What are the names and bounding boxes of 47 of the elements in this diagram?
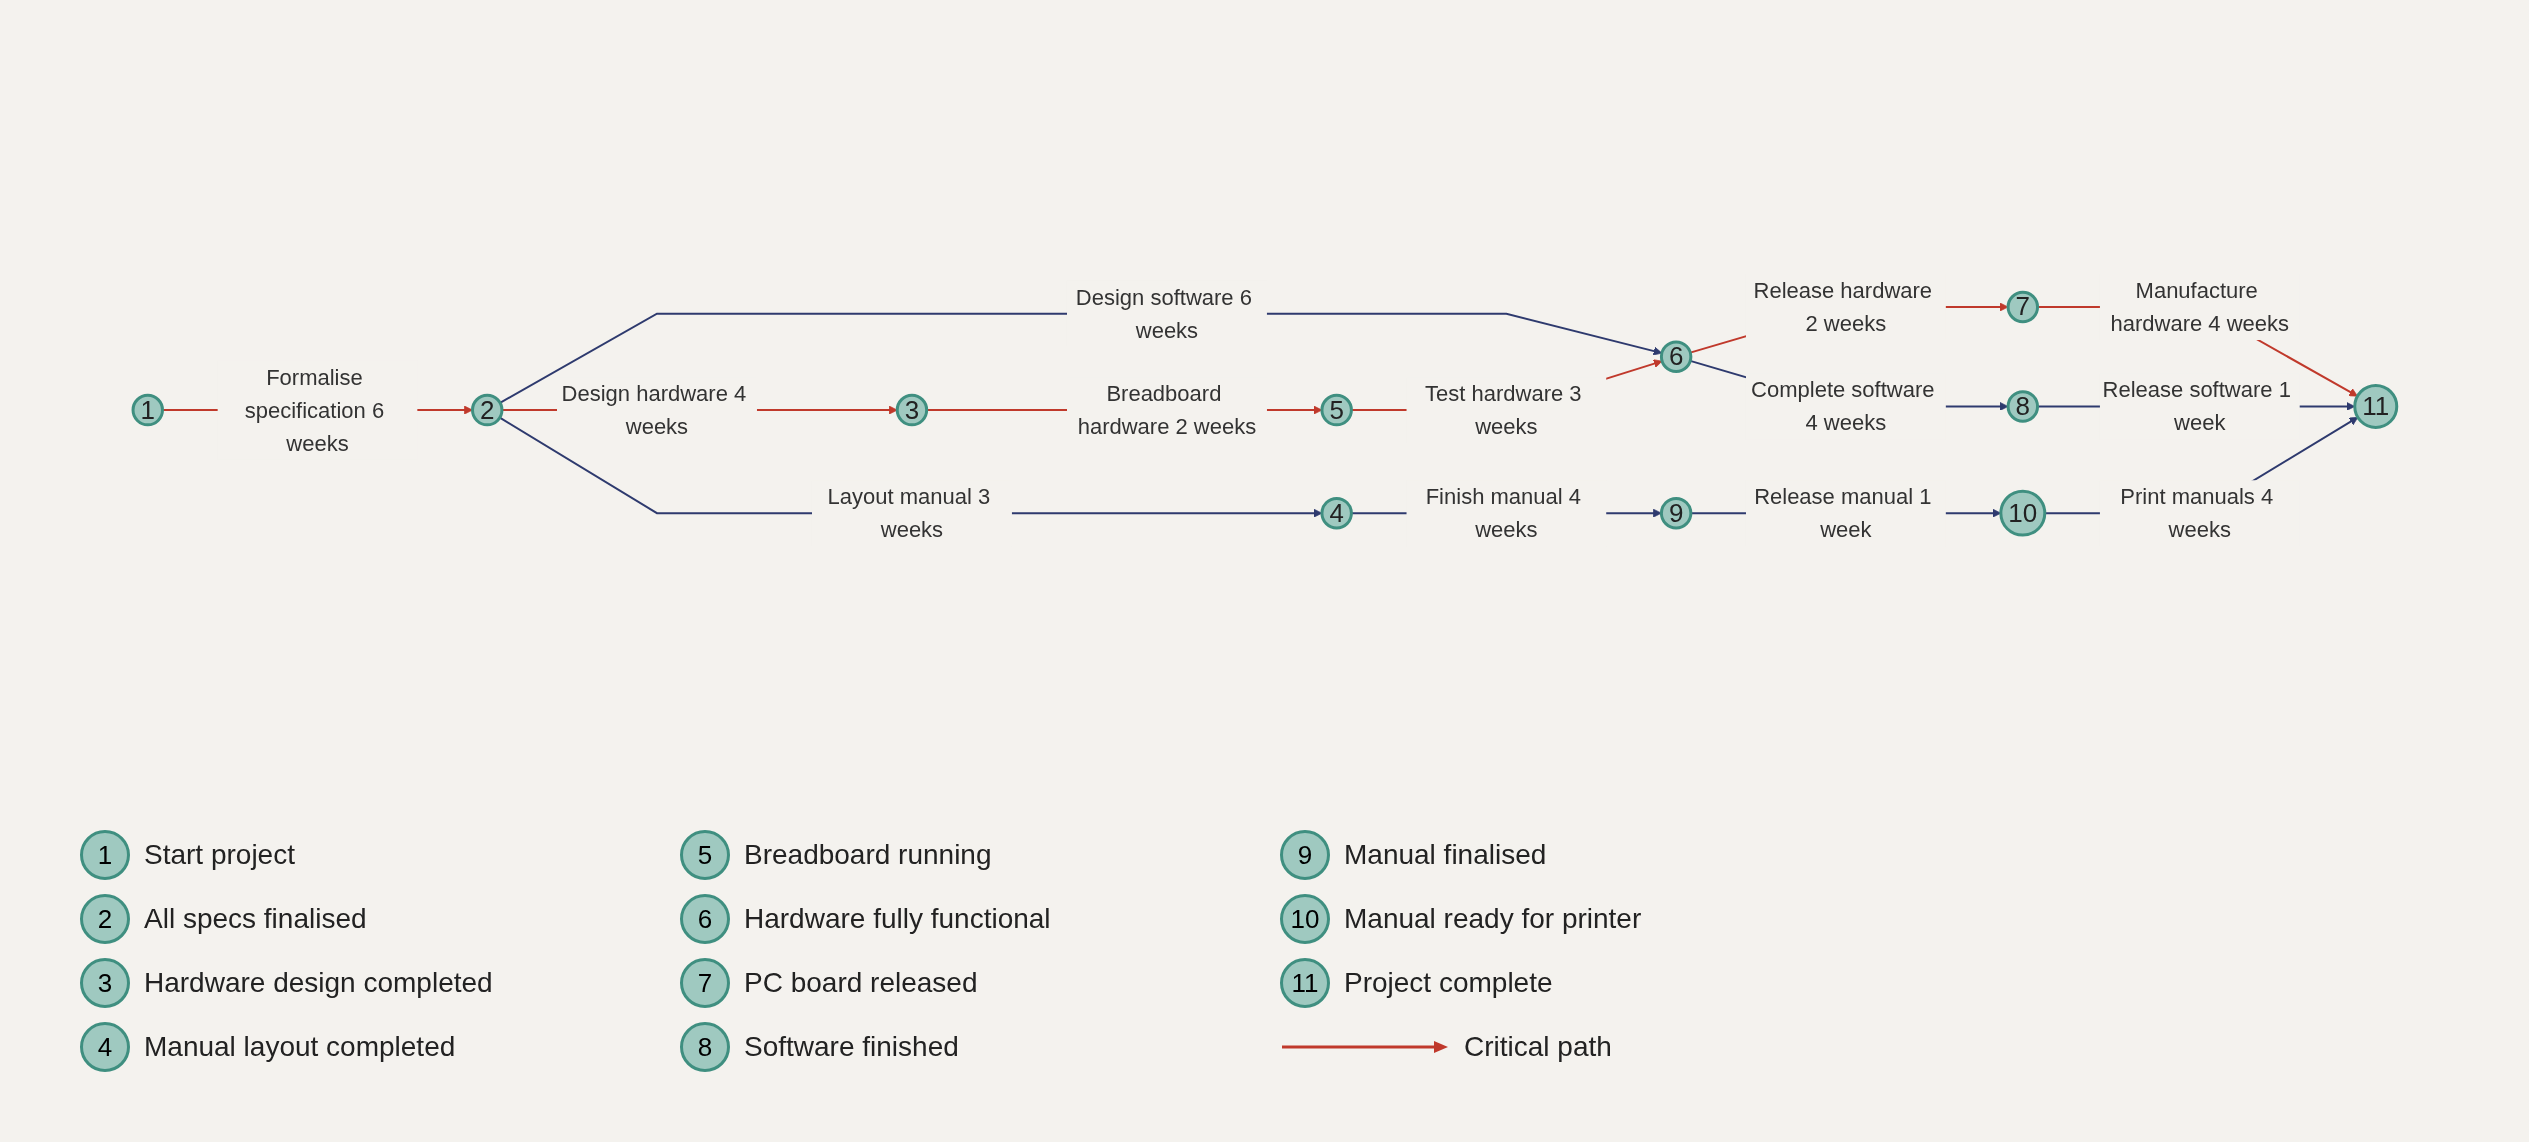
edge-label: Release manual 1 week <box>1753 484 1932 543</box>
legend-text: Manual layout completed <box>144 1031 456 1063</box>
edge-label: Manufacture hardware 4 weeks <box>2110 277 2289 336</box>
edge-label: Print manuals 4 weeks <box>2119 484 2273 543</box>
legend-event-label: 1 <box>80 830 130 880</box>
legend-event-label: 11 <box>1280 958 1330 1008</box>
node-circle: 8 <box>2006 390 2039 423</box>
legend-text: Hardware design completed <box>144 967 493 999</box>
node-circle: 3 <box>895 393 928 427</box>
edge-label: Formalise specification 6 weeks <box>244 364 384 456</box>
legend-event-label: 4 <box>80 1022 130 1072</box>
legend-event-label: 3 <box>80 958 130 1008</box>
edge-label: Design hardware 4 weeks <box>561 381 746 439</box>
legend-text: Breadboard running <box>744 839 992 871</box>
legend-text: Hardware fully functional <box>744 903 1051 935</box>
edge-label: Test hardware 3 weeks <box>1424 381 1582 439</box>
legend-event-label: 7 <box>680 958 730 1008</box>
edge-label: Finish manual 4 weeks <box>1425 484 1581 543</box>
legend-text: All specs finalised <box>144 903 367 935</box>
legend-event-label: 10 <box>1280 894 1330 944</box>
edge-label: Design software 6 weeks <box>1075 284 1252 343</box>
legend-text: Critical path <box>1464 1031 1612 1063</box>
edge-label: Layout manual 3 weeks <box>827 484 990 543</box>
legend-event-label: 6 <box>680 894 730 944</box>
node-circle: 6 <box>1659 340 1692 373</box>
legend-event-label: 5 <box>680 830 730 880</box>
legend-event-label: 9 <box>1280 830 1330 880</box>
node-circle: 10 <box>1998 489 2046 537</box>
edge-label: Release software 1 week <box>2102 377 2291 436</box>
node-circle: 1 <box>131 393 164 427</box>
edge-label: Complete software 4 weeks <box>1750 377 1935 436</box>
edge-label: Breadboard hardware 2 weeks <box>1077 381 1256 439</box>
node-circle: 9 <box>1659 496 1692 530</box>
node-circle: 5 <box>1320 393 1353 427</box>
node-circle: 11 <box>2352 383 2398 429</box>
legend-event-label: 2 <box>80 894 130 944</box>
node-circle: 2 <box>470 393 504 427</box>
legend-text: Project complete <box>1344 967 1553 999</box>
legend-text: Manual ready for printer <box>1344 903 1642 935</box>
legend-text: Software finished <box>744 1031 959 1063</box>
legend-event-label: 8 <box>680 1022 730 1072</box>
legend-text: Manual finalised <box>1344 839 1547 871</box>
legend-text: Start project <box>144 839 295 871</box>
node-circle: 7 <box>2006 290 2039 324</box>
edge-label: Release hardware 2 weeks <box>1753 277 1932 336</box>
node-circle: 4 <box>1320 496 1353 530</box>
legend-text: PC board released <box>744 967 978 999</box>
